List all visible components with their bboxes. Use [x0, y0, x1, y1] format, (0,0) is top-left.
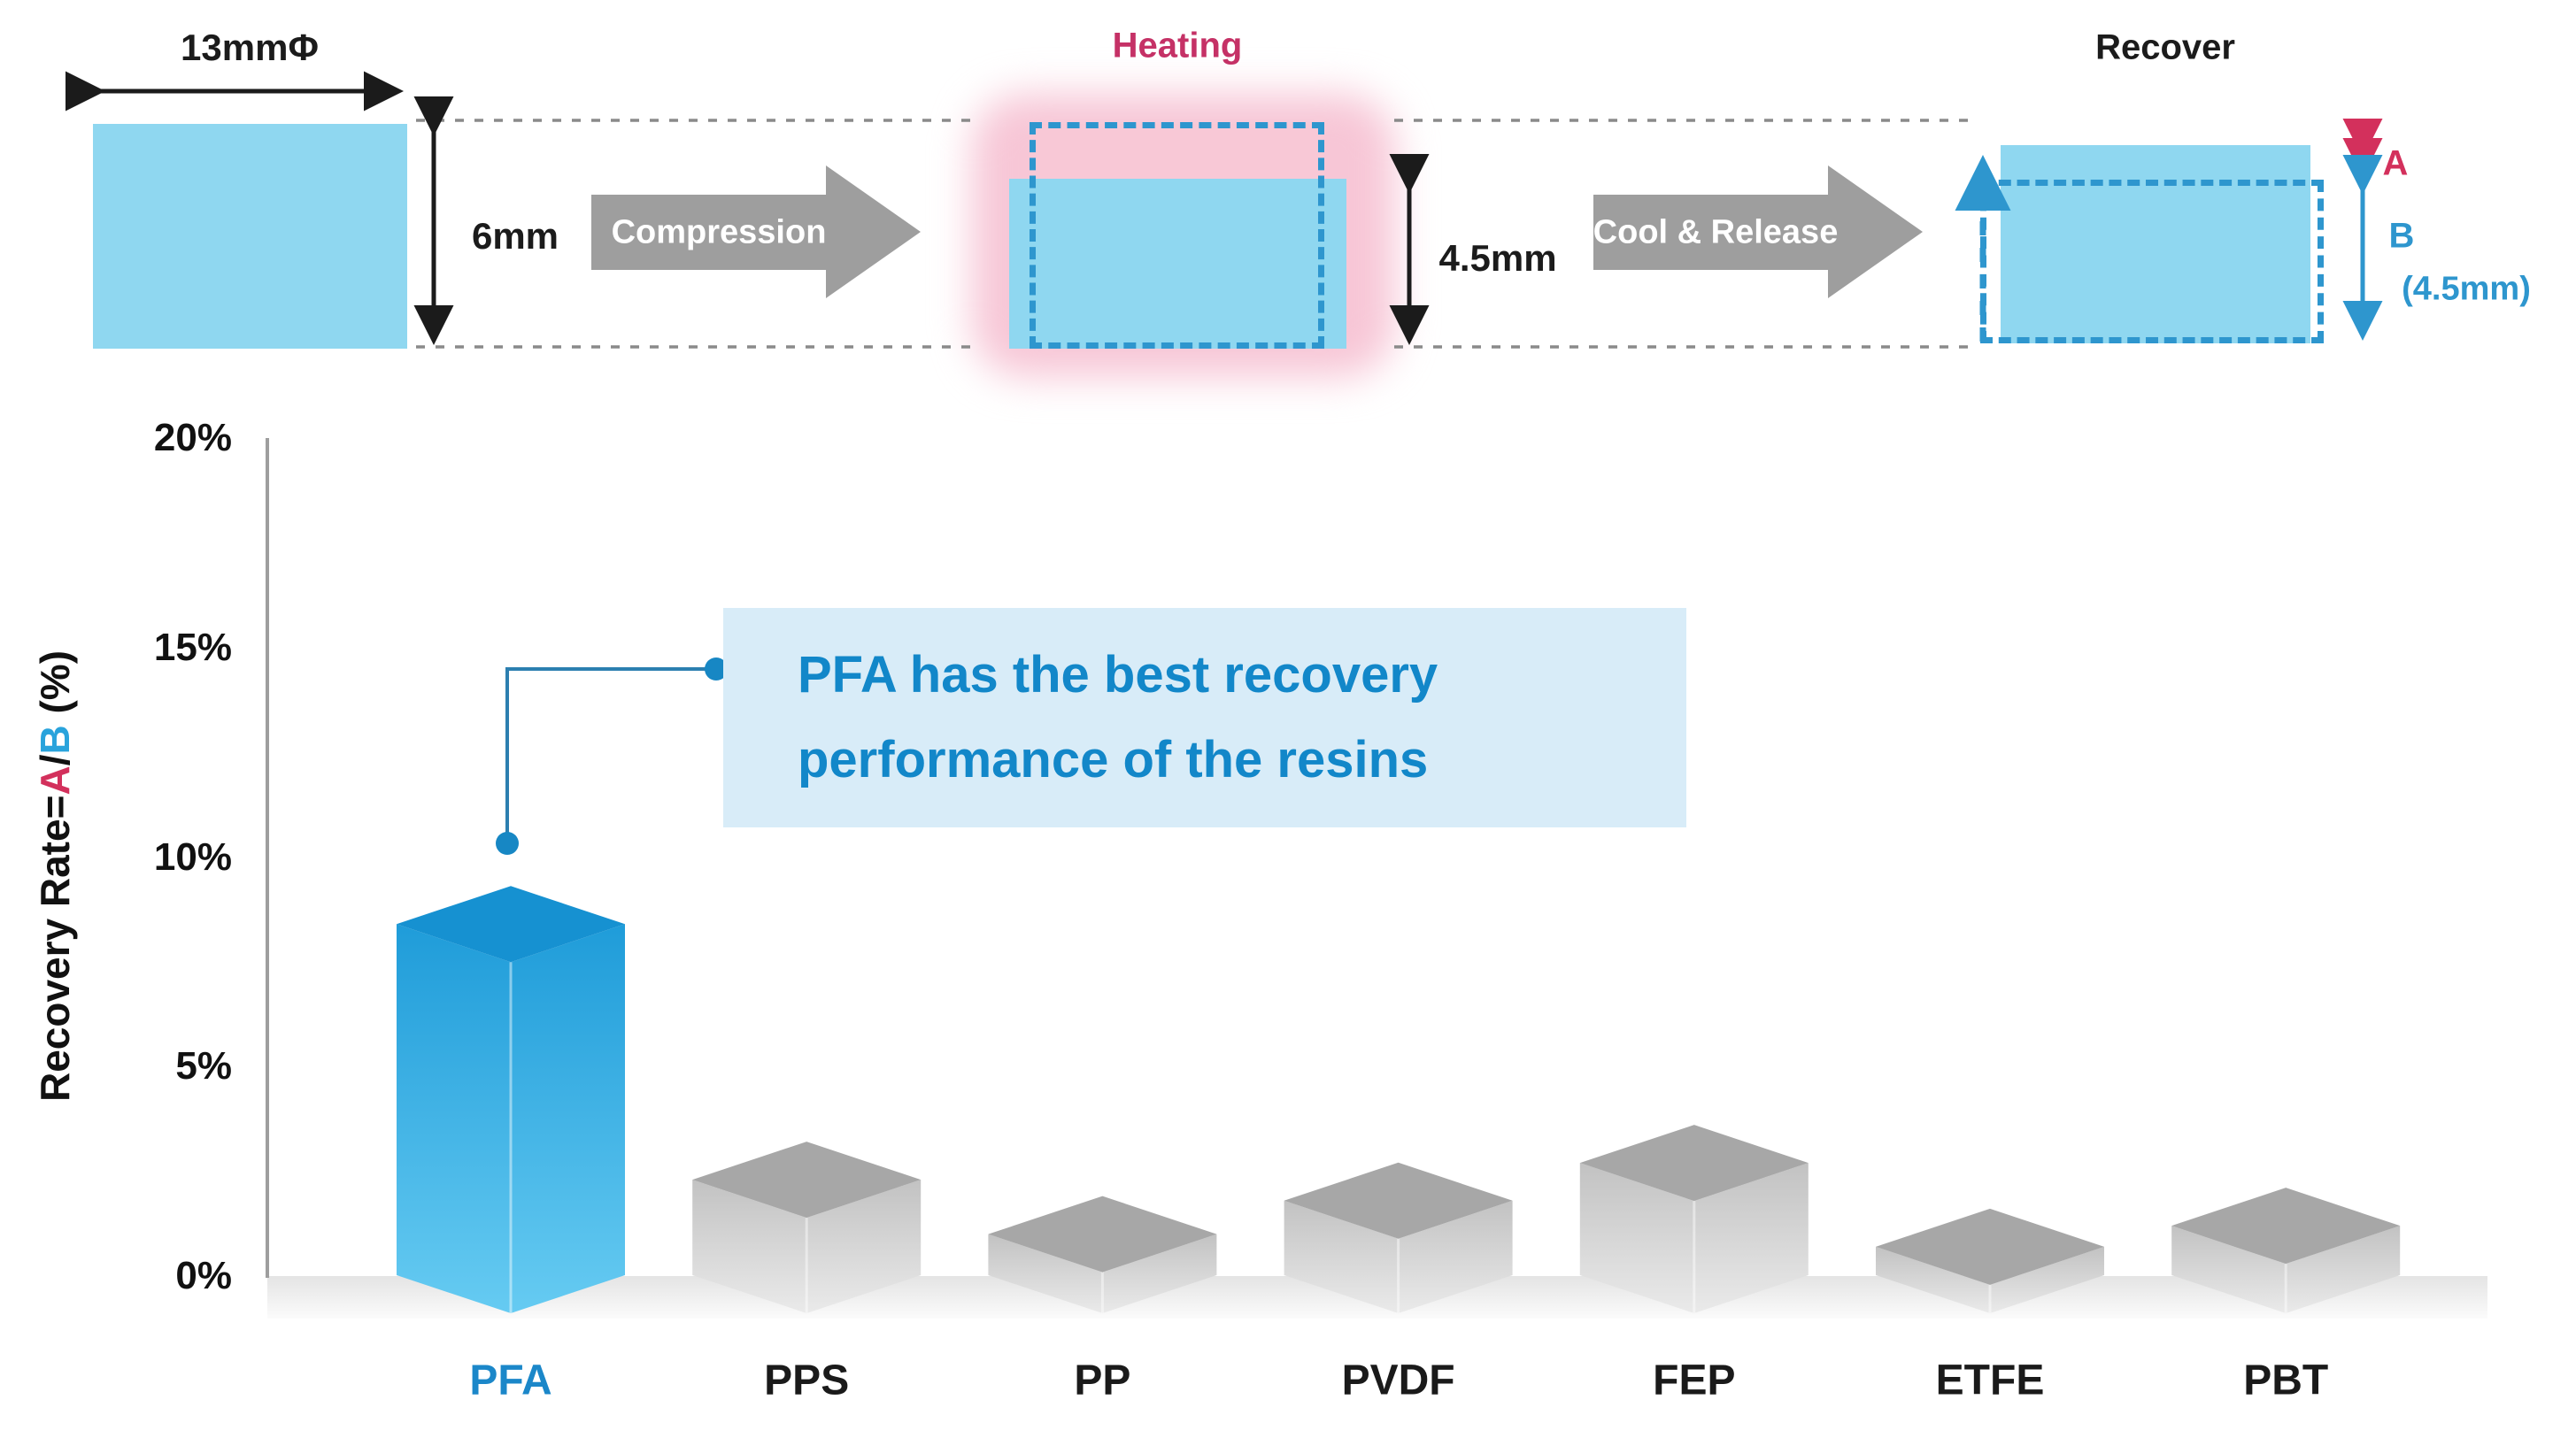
y-tick-15: 15%: [153, 625, 232, 669]
cool-release-arrow-label: Cool & Release: [1593, 213, 1839, 251]
y-title-a: A: [32, 765, 78, 796]
y-tick-10: 10%: [153, 834, 232, 879]
x-label-PPS: PPS: [764, 1357, 850, 1404]
connector-dot-bar: [496, 832, 519, 855]
heating-title: Heating: [1112, 26, 1243, 65]
bar-top-PP: [988, 1196, 1217, 1273]
bar-body-PFA: [397, 924, 625, 1313]
y-tick-0: 0%: [175, 1254, 232, 1297]
y-title-suffix: (%): [32, 650, 78, 726]
x-label-PVDF: PVDF: [1341, 1357, 1455, 1404]
sample-block-compressed: [1009, 179, 1346, 349]
sample-block-recovered: [2001, 145, 2310, 343]
reference-dashed-lines: [416, 119, 1976, 349]
recover-title: Recover: [2095, 27, 2235, 67]
bar-top-ETFE: [1876, 1208, 2104, 1285]
bar-body-ETFE: [1876, 1246, 2104, 1313]
heating-original-outline: [1030, 122, 1324, 349]
callout-text: PFA has the best recovery performance of…: [798, 633, 1438, 803]
x-label-PBT: PBT: [2243, 1357, 2329, 1404]
sample-height-label: 6mm: [471, 215, 559, 257]
bar-body-PVDF: [1284, 1200, 1513, 1313]
recovery-a-label: A: [2382, 143, 2409, 183]
compression-arrow-label: Compression: [611, 213, 827, 251]
x-label-ETFE: ETFE: [1935, 1357, 2045, 1404]
callout-connector-line: [505, 667, 713, 836]
y-title-slash: /: [32, 754, 78, 766]
bar-top-FEP: [1579, 1125, 1809, 1202]
y-tick-20: 20%: [153, 416, 232, 459]
callout-line-2: performance of the resins: [798, 731, 1429, 788]
compressed-height-label: 4.5mm: [1438, 237, 1557, 279]
recovery-b-sub-label: (4.5mm): [2402, 270, 2531, 308]
bar-top-PPS: [692, 1142, 922, 1219]
sample-block-initial: [93, 124, 407, 349]
x-label-PFA: PFA: [469, 1357, 552, 1404]
bars-layer: [397, 886, 2401, 1313]
x-label-FEP: FEP: [1653, 1357, 1736, 1404]
recovery-b-label: B: [2388, 216, 2415, 256]
y-title-prefix: Recovery Rate=: [32, 795, 78, 1103]
connector-dot-box: [705, 657, 728, 681]
bar-top-PBT: [2171, 1188, 2401, 1265]
heating-gap-fill: [1030, 124, 1324, 181]
bar-body-FEP: [1579, 1163, 1809, 1313]
y-tick-5: 5%: [175, 1044, 232, 1088]
compression-arrow: [591, 165, 921, 298]
bar-top-PFA: [397, 886, 625, 963]
bar-body-PP: [988, 1234, 1217, 1313]
sample-width-label: 13mmΦ: [181, 27, 319, 68]
y-axis-title: Recovery Rate=A/B (%): [31, 650, 79, 1102]
bar-body-PBT: [2171, 1226, 2401, 1313]
recover-compressed-outline: [1980, 180, 2324, 343]
y-title-b: B: [32, 725, 78, 755]
x-label-PP: PP: [1074, 1357, 1131, 1404]
callout-box: PFA has the best recovery performance of…: [723, 608, 1686, 827]
callout-line-1: PFA has the best recovery: [798, 646, 1438, 704]
cool-release-arrow: [1593, 165, 1923, 298]
bar-body-PPS: [692, 1180, 922, 1313]
bar-top-PVDF: [1284, 1162, 1513, 1239]
